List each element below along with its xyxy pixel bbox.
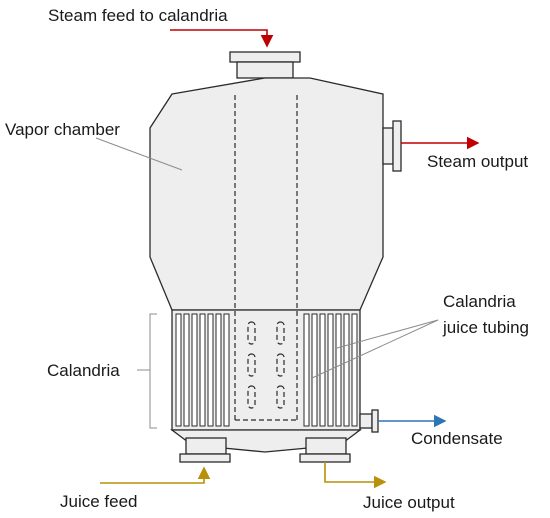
vapor-chamber-shell: [149, 77, 384, 311]
calandria-juice-tubing-label-1: Calandria: [443, 292, 516, 311]
steam-feed-label: Steam feed to calandria: [48, 6, 228, 25]
vapor-chamber-leader: [95, 137, 183, 171]
downcomer-slot: [247, 353, 256, 377]
calandria-tube: [343, 313, 350, 427]
calandria-bracket: [149, 313, 157, 429]
tubing-leader-1: [336, 319, 439, 349]
downcomer-slot: [276, 353, 285, 377]
downcomer-slot: [247, 321, 256, 345]
calandria-juice-tubing-label-2: juice tubing: [442, 318, 529, 337]
vapor-chamber-label: Vapor chamber: [5, 120, 120, 139]
downcomer-slots: [247, 321, 285, 409]
calandria-tubes-left: [175, 313, 230, 427]
calandria-tube: [183, 313, 190, 427]
calandria-tube: [191, 313, 198, 427]
steam-feed-arrow: [170, 29, 274, 48]
steam-output-label: Steam output: [427, 152, 528, 171]
calandria-tube: [335, 313, 342, 427]
calandria-tube: [351, 313, 358, 427]
tubing-leader-2: [311, 319, 439, 379]
calandria-tube: [199, 313, 206, 427]
calandria-tube: [303, 313, 310, 427]
calandria-tube: [319, 313, 326, 427]
condensate-label: Condensate: [411, 429, 503, 448]
downcomer-slot: [276, 385, 285, 409]
calandria-tube: [223, 313, 230, 427]
central-downcomer: [234, 95, 298, 421]
steam-inlet-nozzle: [229, 51, 301, 79]
condensate-nozzle: [359, 409, 379, 433]
calandria-label: Calandria: [47, 361, 120, 380]
juice-feed-label: Juice feed: [60, 492, 138, 511]
calandria-tube: [207, 313, 214, 427]
calandria-tube: [215, 313, 222, 427]
juice-output-nozzle: [299, 437, 351, 463]
steam-output-nozzle: [382, 120, 402, 172]
juice-feed-arrow: [100, 466, 211, 484]
downcomer-slot: [276, 321, 285, 345]
calandria-tube: [175, 313, 182, 427]
juice-output-label: Juice output: [363, 493, 455, 512]
juice-output-arrow: [324, 462, 387, 489]
juice-feed-nozzle: [179, 437, 231, 463]
calandria-tube: [311, 313, 318, 427]
downcomer-slot: [247, 385, 256, 409]
